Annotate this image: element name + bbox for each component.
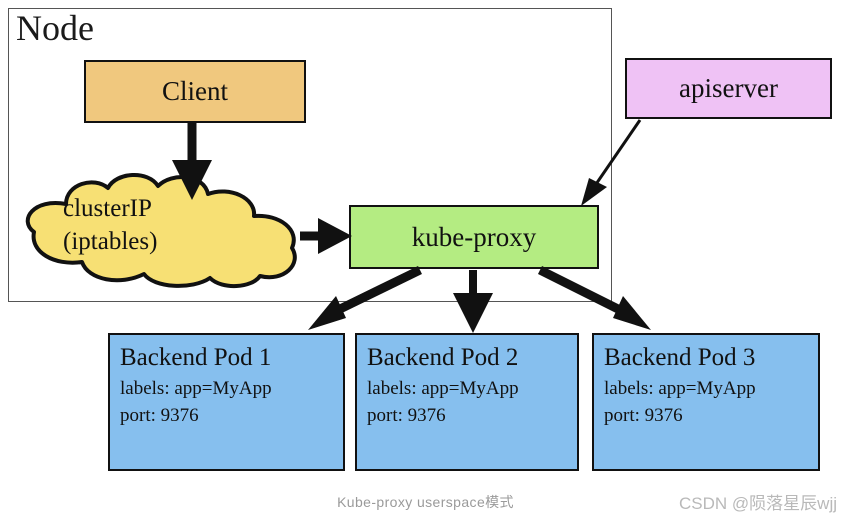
client-label: Client [162, 76, 228, 106]
backend-pod-3-box[interactable]: Backend Pod 3 labels: app=MyApp port: 93… [592, 333, 820, 471]
backend-pod-2-box[interactable]: Backend Pod 2 labels: app=MyApp port: 93… [355, 333, 579, 471]
pod-labels-line: labels: app=MyApp [604, 377, 756, 399]
apiserver-box[interactable]: apiserver [625, 58, 832, 119]
kube-proxy-label: kube-proxy [411, 221, 537, 252]
kube-proxy-box[interactable]: kube-proxy [349, 205, 599, 269]
cloud-shape-icon [25, 172, 297, 288]
cluster-ip-cloud: clusterIP (iptables) [8, 168, 318, 290]
pod-port-line: port: 9376 [120, 405, 199, 427]
pod-title: Backend Pod 2 [367, 344, 519, 371]
backend-pod-1-box[interactable]: Backend Pod 1 labels: app=MyApp port: 93… [108, 333, 345, 471]
pod-title: Backend Pod 3 [604, 344, 756, 371]
pod-port-line: port: 9376 [604, 405, 683, 427]
pod-labels-line: labels: app=MyApp [120, 377, 272, 399]
csdn-watermark: CSDN @陨落星辰wjj [679, 494, 837, 513]
node-label: Node [16, 8, 94, 48]
apiserver-label: apiserver [679, 73, 778, 103]
pod-title: Backend Pod 1 [120, 344, 272, 371]
diagram-caption: Kube-proxy userspace模式 [337, 494, 514, 510]
client-box[interactable]: Client [84, 60, 306, 123]
pod-port-line: port: 9376 [367, 405, 446, 427]
pod-labels-line: labels: app=MyApp [367, 377, 519, 399]
